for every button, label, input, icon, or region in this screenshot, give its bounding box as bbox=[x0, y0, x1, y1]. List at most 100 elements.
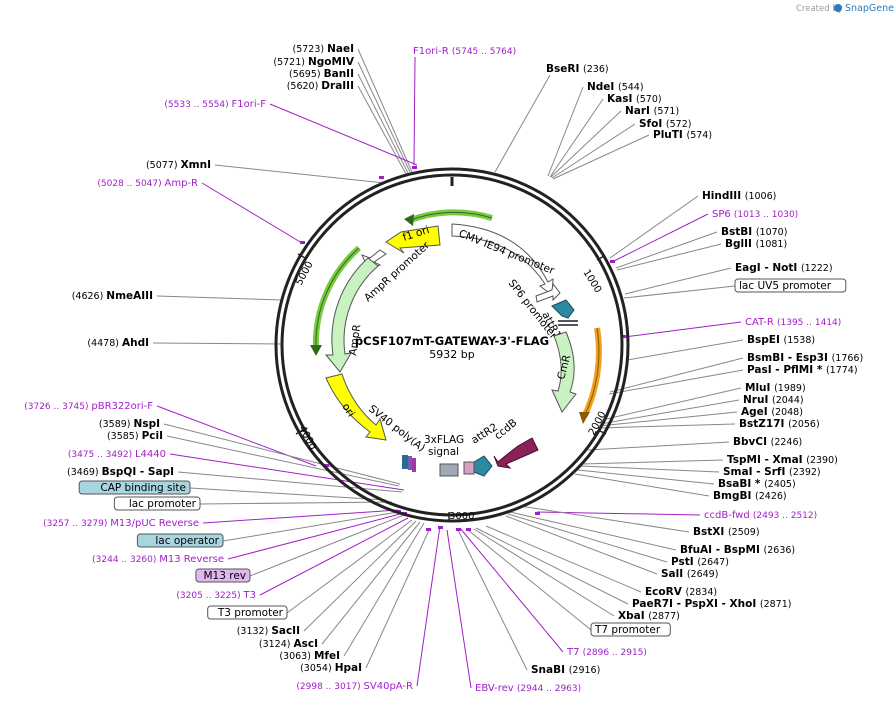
nmeaiii-name: NmeAIII bbox=[106, 290, 153, 302]
leader-line bbox=[163, 423, 401, 485]
bglii-name: BglII bbox=[725, 238, 756, 250]
xmni-name: XmnI bbox=[181, 159, 211, 171]
ecorv-name: EcoRV bbox=[645, 586, 685, 598]
kasi-name: KasI bbox=[607, 93, 636, 105]
ndei-name: NdeI bbox=[587, 81, 618, 93]
cat-r-label: CAT-R (1395 .. 1414) bbox=[745, 317, 841, 328]
ccdB-feature bbox=[493, 437, 539, 469]
leader-line bbox=[507, 513, 668, 563]
orange-arc-arrow-icon bbox=[579, 412, 590, 424]
l4440-name: L4440 bbox=[135, 449, 166, 460]
m13-puc-reverse-position: (3257 .. 3279) bbox=[43, 519, 110, 529]
asci-name: AscI bbox=[293, 638, 318, 650]
bspqi-sapi-position: (3469) bbox=[67, 467, 102, 478]
mlui-position: (1989) bbox=[774, 383, 806, 394]
leader-line bbox=[615, 231, 718, 269]
leader-line bbox=[189, 487, 387, 501]
primer-site-mark bbox=[379, 176, 384, 179]
mfei-name: MfeI bbox=[314, 650, 340, 662]
nmeaiii-label: (4626) NmeAIII bbox=[72, 290, 153, 302]
t7-name: T7 bbox=[566, 647, 583, 658]
lac-operator-box bbox=[136, 533, 224, 548]
f1ori-f-label: (5533 .. 5554) F1ori-F bbox=[164, 99, 266, 110]
leader-line bbox=[222, 511, 399, 542]
bsmbi-esp3i-label: BsmBI - Esp3I (1766) bbox=[747, 352, 863, 364]
sacii-label: (3132) SacII bbox=[237, 625, 300, 637]
leader-line bbox=[587, 441, 730, 451]
leader-line bbox=[599, 399, 740, 425]
leader-line bbox=[550, 110, 622, 178]
ndei-position: (544) bbox=[618, 82, 644, 93]
xmni-position: (5077) bbox=[146, 160, 181, 171]
leader-line bbox=[609, 357, 744, 393]
bbvci-name: BbvCI bbox=[733, 436, 771, 448]
primer-site-mark bbox=[412, 166, 417, 169]
ebv-rev-name: EBV-rev bbox=[475, 683, 517, 694]
t3-label: (3205 .. 3225) T3 bbox=[176, 590, 256, 601]
cmR-feature bbox=[551, 331, 577, 413]
sali-name: SalI bbox=[661, 568, 687, 580]
banii-name: BanII bbox=[324, 68, 354, 80]
leader-line bbox=[505, 515, 658, 575]
leader-line bbox=[626, 339, 744, 361]
mfei-label: (3063) MfeI bbox=[279, 650, 340, 662]
nspi-label: (3589) NspI bbox=[99, 418, 160, 430]
paer7i-pspxi-xhoi-name: PaeR7I - PspXI - XhoI bbox=[632, 598, 760, 610]
primer-site-mark bbox=[535, 512, 540, 515]
t3-promoter-label: T3 promoter bbox=[217, 607, 284, 619]
sacii-name: SacII bbox=[271, 625, 300, 637]
ebv-rev-label: EBV-rev (2944 .. 2963) bbox=[475, 683, 581, 694]
ahdi-label: (4478) AhdI bbox=[87, 337, 149, 349]
f1ori-arc-outline bbox=[407, 211, 493, 222]
banii-label: (5695) BanII bbox=[289, 68, 354, 80]
nrui-label: NruI (2044) bbox=[743, 394, 804, 406]
bseri-label: BseRI (236) bbox=[546, 63, 609, 75]
sp6-label: SP6 (1013 .. 1030) bbox=[712, 209, 798, 220]
sp6-position: (1013 .. 1030) bbox=[734, 210, 798, 220]
amp-r-name: Amp-R bbox=[165, 178, 199, 189]
psti-position: (2647) bbox=[697, 557, 729, 568]
hindiii-name: HindIII bbox=[702, 190, 745, 202]
sp6-promoter-feature bbox=[535, 282, 561, 303]
leader-line bbox=[601, 387, 742, 421]
nari-label: NarI (571) bbox=[625, 105, 679, 117]
sv40pa-r-position: (2998 .. 3017) bbox=[296, 682, 363, 692]
kasi-position: (570) bbox=[636, 94, 662, 105]
leader-line bbox=[169, 453, 405, 491]
orange-arc bbox=[582, 327, 602, 417]
nmeaiii-position: (4626) bbox=[72, 291, 107, 302]
leader-line bbox=[201, 182, 303, 244]
naei-position: (5723) bbox=[292, 44, 327, 55]
leader-line bbox=[152, 342, 282, 345]
mfei-position: (3063) bbox=[279, 651, 314, 662]
naei-label: (5723) NaeI bbox=[292, 43, 354, 55]
cap-binding-site-box bbox=[78, 480, 191, 495]
t3-promoter-box bbox=[207, 605, 288, 620]
leader-line bbox=[249, 514, 405, 577]
bspei-name: BspEI bbox=[747, 334, 784, 346]
bmgbi-position: (2426) bbox=[755, 491, 787, 502]
m13-reverse-label: (3244 .. 3260) M13 Reverse bbox=[92, 554, 224, 565]
bmgbi-name: BmgBI bbox=[713, 490, 755, 502]
signal-label: signal bbox=[428, 446, 459, 458]
bspei-position: (1538) bbox=[784, 335, 816, 346]
lac-promoter-box bbox=[113, 496, 201, 511]
primer-site-mark bbox=[324, 464, 329, 467]
hindiii-label: HindIII (1006) bbox=[702, 190, 776, 202]
sv40pa-r-label: (2998 .. 3017) SV40pA-R bbox=[296, 681, 413, 692]
leader-line bbox=[467, 529, 592, 631]
leader-line bbox=[549, 98, 604, 178]
leader-line bbox=[446, 529, 472, 689]
backbone-outer-ring bbox=[274, 167, 630, 523]
kasi-label: KasI (570) bbox=[607, 93, 662, 105]
nari-name: NarI bbox=[625, 105, 654, 117]
3xflag-feature bbox=[439, 463, 459, 477]
bbvci-label: BbvCI (2246) bbox=[733, 436, 802, 448]
ngomiv-label: (5721) NgoMIV bbox=[273, 56, 354, 68]
leader-line bbox=[199, 501, 393, 505]
pluti-label: PluTI (574) bbox=[653, 129, 712, 141]
cap-binding-site-label: CAP binding site bbox=[100, 482, 186, 494]
ngomiv-position: (5721) bbox=[273, 57, 308, 68]
pcii-label: (3585) PciI bbox=[107, 430, 163, 442]
leader-line bbox=[357, 48, 413, 173]
